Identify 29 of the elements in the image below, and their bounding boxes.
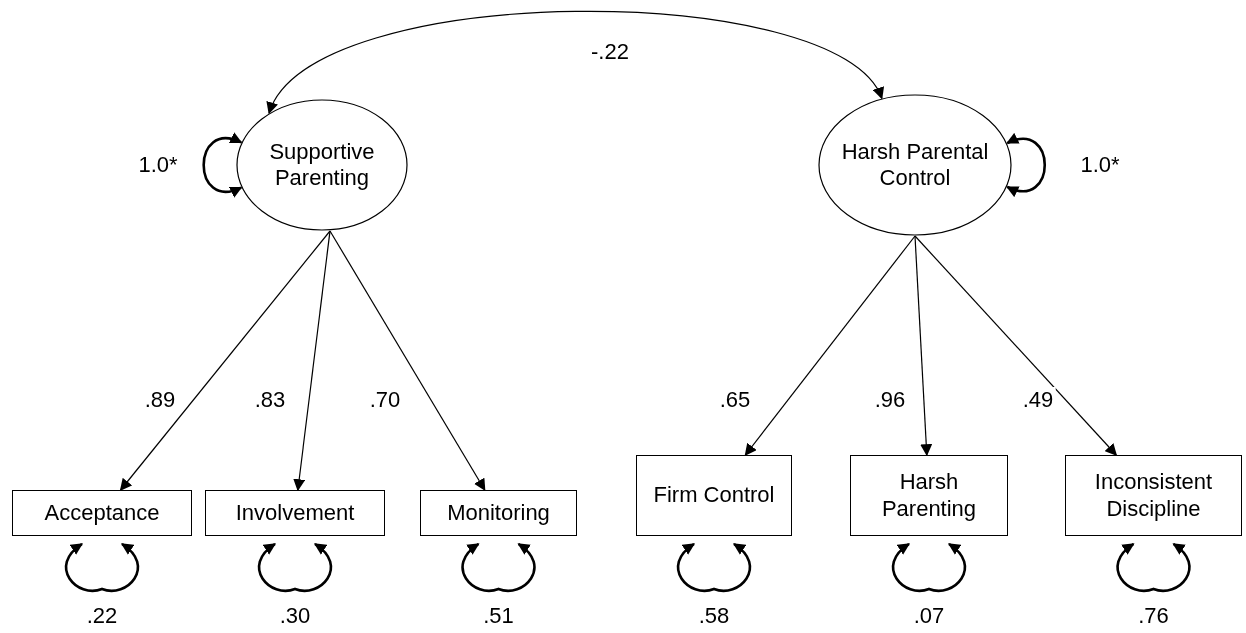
variance-loop-arrow <box>64 542 140 592</box>
variable-label: Harsh Parental Control <box>840 138 990 192</box>
indicator-box <box>420 490 577 536</box>
indicator-box <box>850 455 1008 536</box>
variance-loop-arrow <box>1006 133 1046 197</box>
loading-arrow <box>914 235 1118 456</box>
variable-label: Supportive Parenting <box>268 138 376 192</box>
loading-arrow <box>329 230 486 492</box>
loading-arrow <box>744 235 916 456</box>
indicator-box <box>636 455 792 536</box>
covariance-arrow <box>268 10 883 114</box>
loading-arrow <box>293 230 331 492</box>
variance-loop-arrow <box>202 133 243 197</box>
indicator-box <box>1065 455 1242 536</box>
variance-loop-arrow <box>257 542 333 592</box>
loading-arrow <box>914 235 933 457</box>
variable-label: Firm Control <box>652 482 776 509</box>
variance-loop-arrow <box>891 542 967 592</box>
loading-arrow <box>119 230 331 491</box>
variable-label: Acceptance <box>43 499 161 527</box>
variable-label: Involvement <box>234 499 356 527</box>
indicator-box <box>12 490 192 536</box>
variance-loop-arrow <box>1116 542 1191 592</box>
variance-loop-arrow <box>461 542 536 592</box>
indicator-box <box>205 490 385 536</box>
variable-label: Inconsistent Discipline <box>1093 469 1214 522</box>
variable-label: Monitoring <box>446 499 551 527</box>
variable-label: Harsh Parenting <box>880 469 978 522</box>
variance-loop-arrow <box>676 542 752 592</box>
